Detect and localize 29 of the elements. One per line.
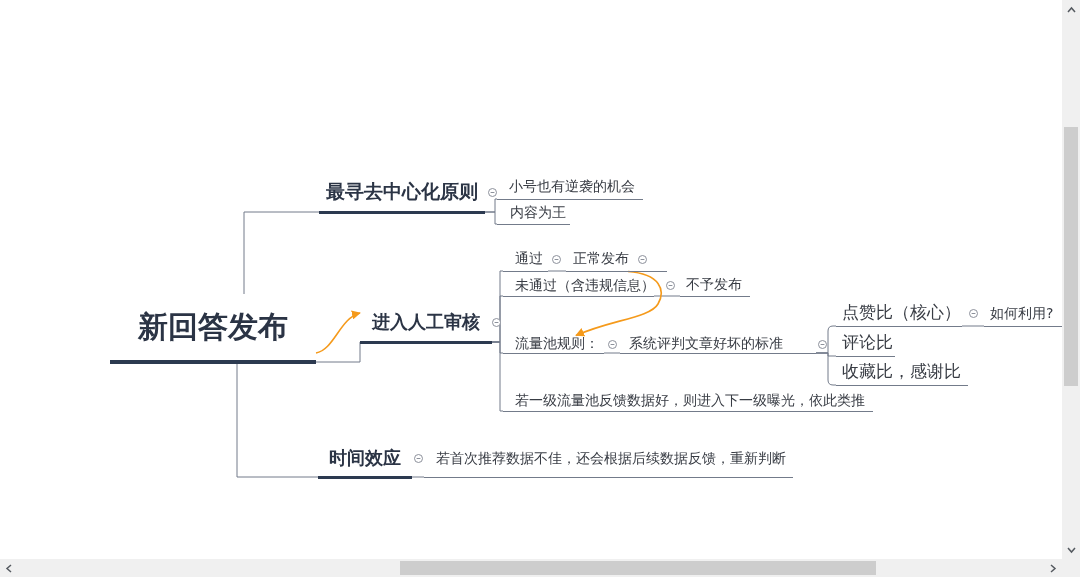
subtopic: 评论比	[836, 330, 895, 357]
subtopic: 若首次推荐数据不佳，还会根据后续数据反馈，重新判断	[424, 439, 793, 478]
subtopic: 若一级流量池反馈数据好，则进入下一级曝光，依此类推	[503, 389, 873, 412]
connector-line	[315, 341, 361, 363]
connector-line	[411, 476, 425, 478]
subtopic: 未通过（含违规信息）	[503, 274, 654, 297]
subtopic: 不予发布	[680, 274, 750, 297]
connector-line	[484, 211, 498, 225]
connector-line	[961, 325, 985, 327]
connector-line	[243, 211, 320, 295]
subtopic: 小号也有逆袭的机会	[497, 175, 643, 200]
connector-line	[815, 352, 837, 386]
subtopic: 内容为王	[497, 202, 570, 225]
connector-line	[491, 341, 504, 412]
main-topic: 进入人工审核	[360, 303, 492, 344]
subtopic: 收藏比，感谢比	[836, 359, 968, 386]
subtopic: 流量池规则：	[503, 335, 604, 354]
main-topic: 时间效应	[318, 440, 412, 479]
connector-line	[603, 352, 621, 354]
subtopic: 通过	[503, 247, 548, 272]
subtopic: 点赞比（核心）	[836, 300, 962, 327]
connector-line	[653, 295, 681, 297]
subtopic: 系统评判文章好坏的标准	[620, 335, 816, 354]
curved-arrow	[315, 311, 361, 354]
connector-line	[547, 270, 567, 272]
main-topic: 最寻去中心化原则	[319, 173, 485, 214]
connector-line	[236, 363, 319, 478]
central-topic: 新回答发布	[110, 294, 316, 364]
curved-arrow	[575, 270, 662, 337]
